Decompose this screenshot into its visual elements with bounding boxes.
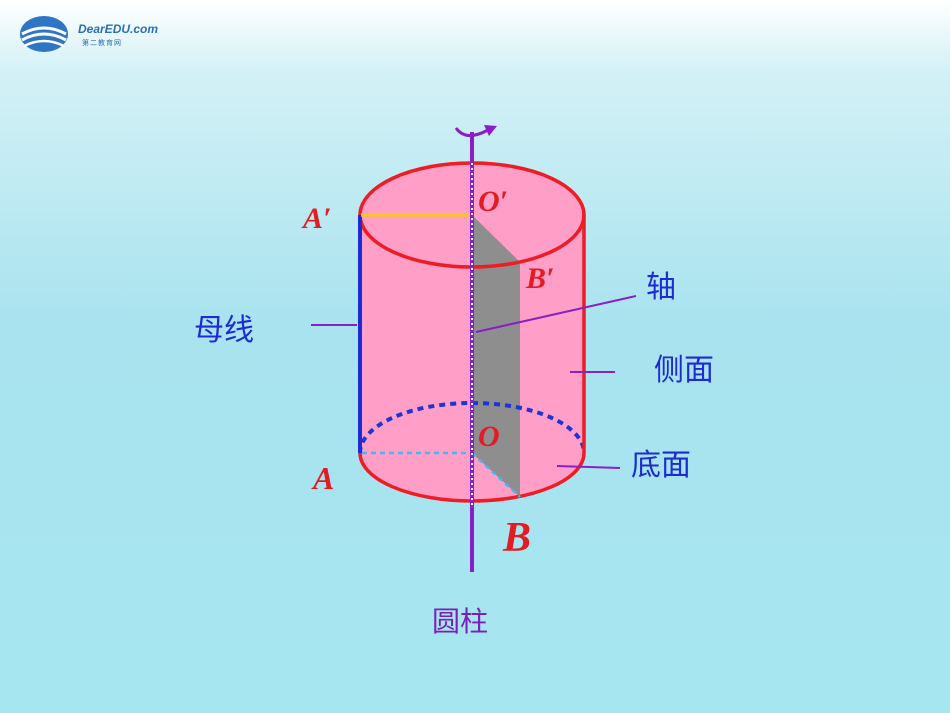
generatrix-label: 母线 <box>194 313 254 348</box>
rotation-arrow-icon <box>454 127 489 137</box>
caption-label: 圆柱 <box>432 605 488 638</box>
point-O-prime-label: O′ <box>478 185 508 218</box>
point-O-label: O <box>478 420 500 453</box>
base-hidden-arc <box>358 401 586 454</box>
leader-base <box>556 465 621 469</box>
base-label: 底面 <box>631 448 691 483</box>
logo-brand-text: DearEDU.com <box>78 22 159 36</box>
point-A-label: A <box>311 460 334 496</box>
bottom-radius-OB <box>471 452 521 498</box>
point-B-label: B <box>502 515 531 561</box>
lateral-face-label: 侧面 <box>654 353 714 388</box>
point-A-prime-label: A′ <box>301 202 331 235</box>
leader-axis <box>475 295 637 333</box>
logo-globe-icon <box>20 16 68 52</box>
axis-label: 轴 <box>646 270 676 305</box>
logo-subtitle-text: 第二教育网 <box>82 39 122 47</box>
axial-section <box>472 215 520 497</box>
rotation-arrowhead-icon <box>484 125 497 136</box>
point-B-prime-label: B′ <box>525 262 554 295</box>
logo: DearEDU.com 第二教育网 <box>16 12 166 56</box>
